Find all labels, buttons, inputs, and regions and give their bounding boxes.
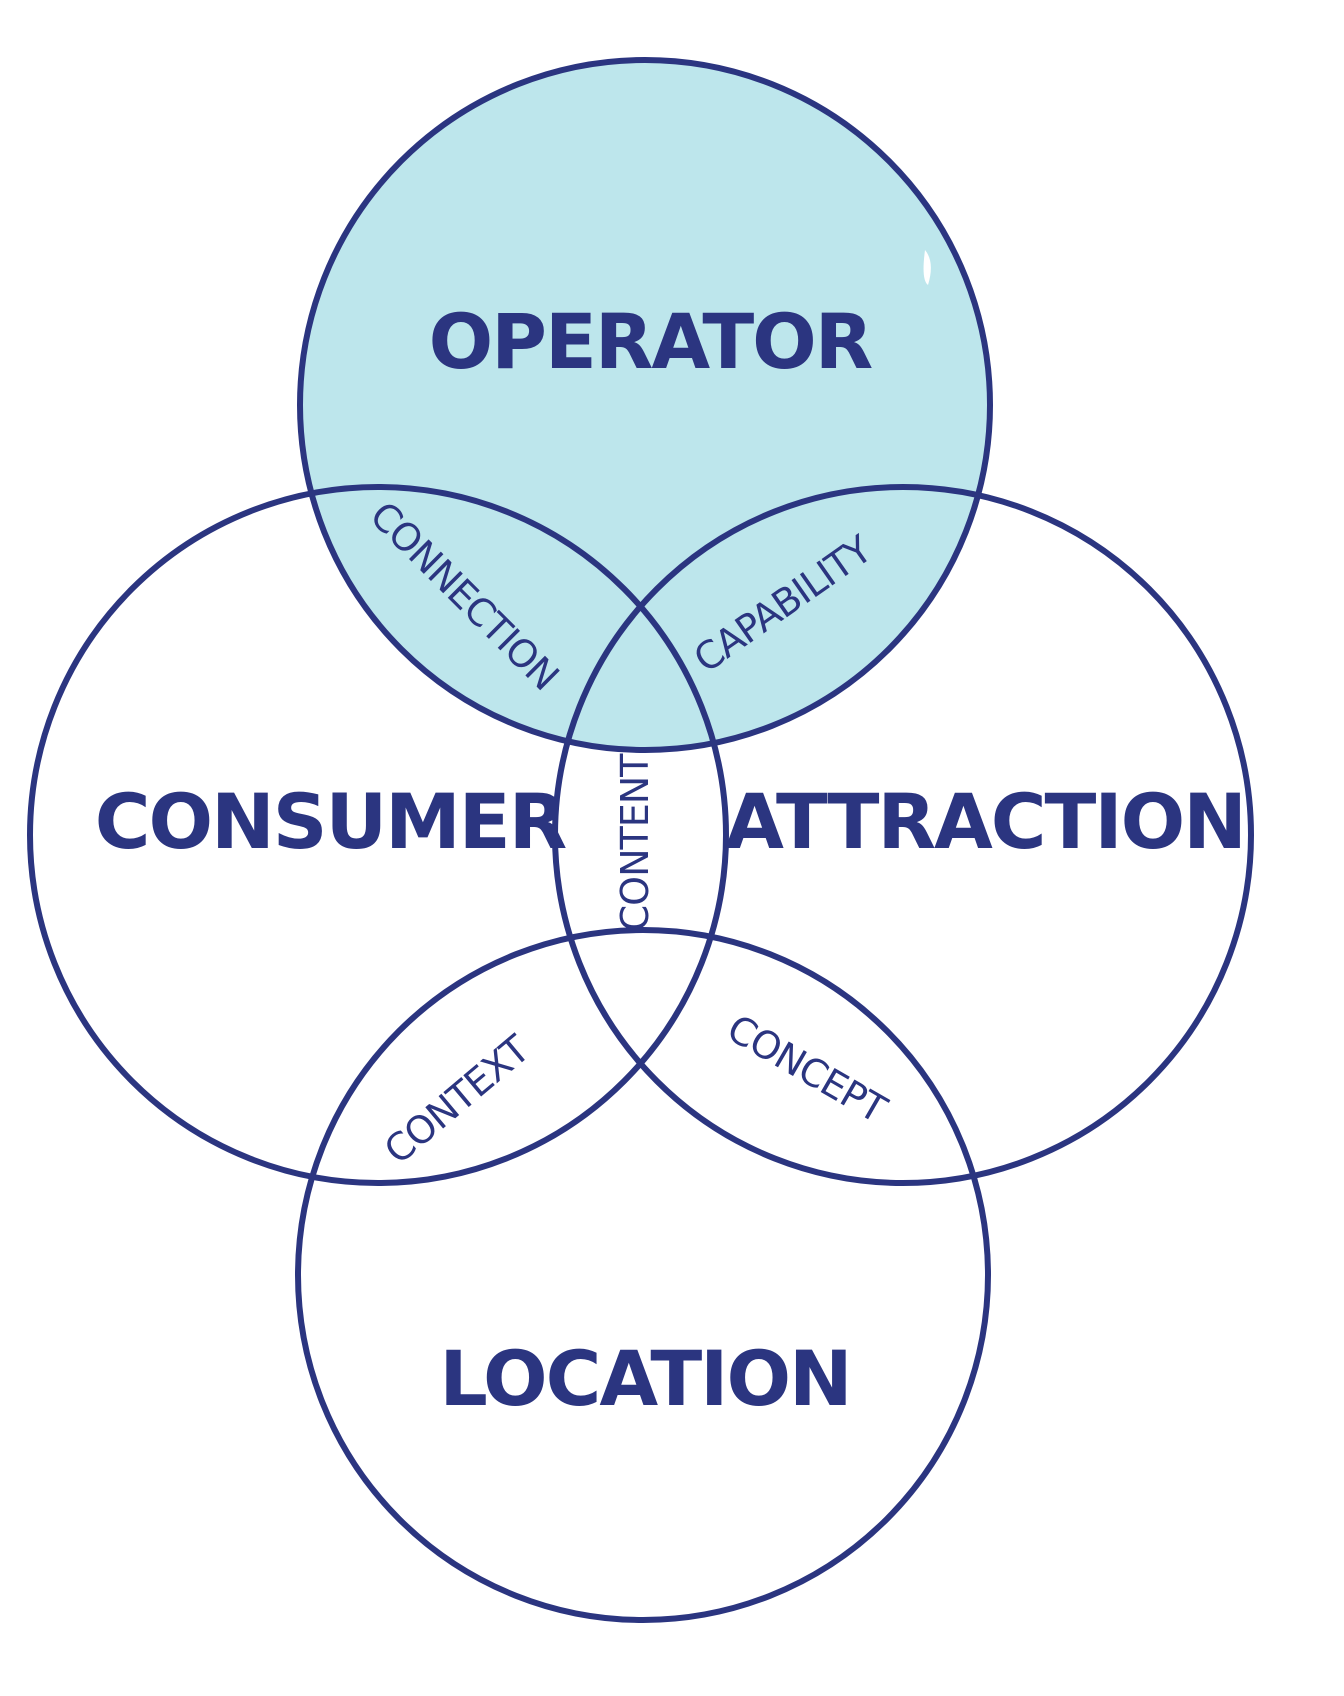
- location-label: LOCATION: [439, 1334, 850, 1423]
- consumer-circle: [27, 484, 729, 1186]
- attraction-label: ATTRACTION: [725, 777, 1245, 866]
- location-circle: [295, 927, 991, 1623]
- attraction-circle: [552, 484, 1254, 1186]
- consumer-label: CONSUMER: [95, 777, 566, 866]
- glint-mark: [923, 250, 931, 285]
- context-label: CONTEXT: [376, 1026, 539, 1172]
- operator-label: OPERATOR: [429, 297, 872, 386]
- content-label: CONTENT: [613, 753, 657, 932]
- operator-circle: [297, 57, 993, 753]
- concept-label: CONCEPT: [720, 1006, 895, 1132]
- operator-circle-fill: [300, 60, 990, 750]
